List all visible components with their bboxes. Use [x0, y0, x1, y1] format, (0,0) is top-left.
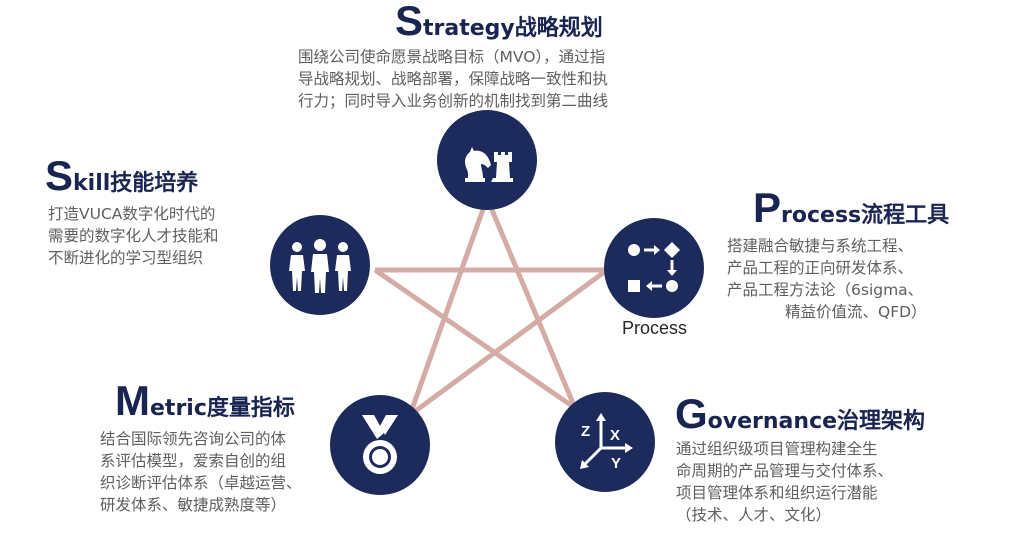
- star-line-5: [484, 197, 578, 409]
- metric-node: [330, 395, 430, 495]
- star-line-2: [408, 267, 609, 418]
- xyz-axes-icon: Z X Y: [580, 413, 633, 472]
- metric-desc-line: 系评估模型，爱索自创的组: [100, 452, 287, 470]
- process-caption: Process: [622, 318, 688, 338]
- skill-title: Skill技能培养: [45, 155, 198, 197]
- star-line-1: [407, 197, 490, 416]
- governance-desc-line: 命周期的产品管理与交付体系、: [676, 462, 894, 480]
- skill-desc-line: 打造VUCA数字化时代的: [48, 205, 216, 223]
- skill-desc-line: 不断进化的学习型组织: [48, 249, 204, 267]
- process-desc-line: 产品工程的正向研发体系、: [727, 259, 914, 277]
- process-node: [604, 218, 704, 318]
- person-figure: [289, 242, 305, 291]
- strategy-node: [437, 110, 537, 210]
- process-desc-line: 搭建融合敏捷与系统工程、: [727, 237, 914, 255]
- strategy-desc-line: 围绕公司使命愿景战略目标（MVO），通过指: [298, 48, 606, 66]
- strategy-initial: S: [395, 0, 424, 44]
- person-figure: [335, 242, 351, 291]
- skill-desc-line: 需要的数字化人才技能和: [48, 227, 219, 245]
- skill-initial: S: [45, 152, 74, 199]
- governance-desc-line: 通过组织级项目管理构建全生: [676, 440, 878, 458]
- strategy-title-rest: trategy战略规划: [423, 16, 603, 41]
- process-desc: 搭建融合敏捷与系统工程、 产品工程的正向研发体系、 产品工程方法论（6sigma…: [727, 235, 927, 323]
- metric-desc-line: 织诊断评估体系（卓越运营、: [100, 474, 302, 492]
- metric-initial: M: [115, 377, 150, 424]
- metric-desc-line: 研发体系、敏捷成熟度等）: [100, 496, 287, 514]
- governance-desc: 通过组织级项目管理构建全生 命周期的产品管理与交付体系、 项目管理体系和组织运行…: [676, 438, 893, 526]
- governance-title-rest: overnance治理架构: [707, 409, 926, 434]
- skill-desc: 打造VUCA数字化时代的 需要的数字化人才技能和 不断进化的学习型组织: [48, 203, 219, 269]
- process-title: Process流程工具: [753, 187, 949, 229]
- strategy-desc-line: 导战略规划、战略部署，保障战略一致性和执: [298, 70, 609, 88]
- axis-label-z: Z: [581, 423, 590, 440]
- people-group-icon: [289, 239, 351, 293]
- metric-title-rest: etric度量指标: [150, 396, 295, 421]
- metric-desc: 结合国际领先咨询公司的体 系评估模型，爱索自创的组 织诊断评估体系（卓越运营、 …: [100, 428, 302, 516]
- governance-desc-line: 项目管理体系和组织运行潜能: [676, 484, 878, 502]
- process-flow-icon: [628, 242, 680, 292]
- governance-node: Z X Y: [555, 392, 655, 492]
- person-figure: [311, 239, 329, 293]
- process-title-rest: rocess流程工具: [781, 203, 950, 228]
- axis-label-y: Y: [611, 455, 621, 472]
- strategy-title: Strategy战略规划: [395, 0, 603, 42]
- governance-desc-line: （技术、人才、文化）: [676, 506, 832, 524]
- star-lines: [373, 197, 609, 418]
- star-line-4: [373, 267, 577, 411]
- axis-label-x: X: [610, 427, 620, 444]
- governance-initial: G: [675, 390, 708, 437]
- medal-icon: [362, 415, 398, 474]
- strategy-desc-line: 行力；同时导入业务创新的机制找到第二曲线: [298, 92, 609, 110]
- metric-desc-line: 结合国际领先咨询公司的体: [100, 430, 287, 448]
- chess-pieces-icon: [465, 147, 513, 182]
- metric-title: Metric度量指标: [115, 380, 295, 422]
- process-initial: P: [753, 184, 782, 231]
- skill-node: [270, 215, 370, 315]
- governance-title: Governance治理架构: [675, 393, 925, 435]
- process-desc-line: 精益价值流、QFD）: [785, 303, 927, 321]
- strategy-desc: 围绕公司使命愿景战略目标（MVO），通过指 导战略规划、战略部署，保障战略一致性…: [298, 46, 608, 112]
- process-desc-line: 产品工程方法论（6sigma、: [727, 281, 924, 299]
- skill-title-rest: kill技能培养: [73, 171, 199, 196]
